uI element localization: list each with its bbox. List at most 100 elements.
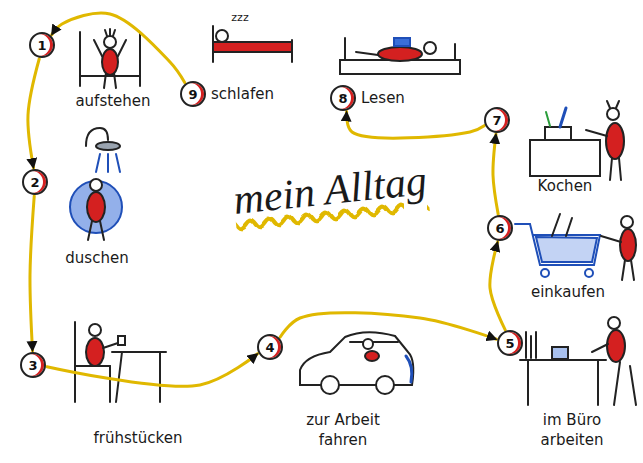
bed-sleeping-part [216, 30, 228, 42]
step-number-circle: 4 [257, 334, 283, 360]
office-figure-part [630, 366, 636, 405]
step-label: aufstehen [75, 91, 150, 111]
breakfast-figure [75, 322, 166, 402]
breakfast-figure-part [112, 351, 166, 353]
step-number-circle: 7 [484, 107, 510, 133]
step-number: 3 [28, 359, 37, 372]
breakfast-figure-part [118, 336, 125, 345]
step-number: 7 [492, 114, 501, 127]
shower-figure-part [90, 179, 102, 191]
getting-up-figure-part [104, 36, 116, 48]
shopper-figure-part [621, 216, 633, 228]
shopper-figure [601, 216, 636, 280]
reading-couch [340, 38, 460, 74]
office-figure-part [530, 336, 532, 358]
step-number-circle: 9 [180, 81, 206, 107]
shower-figure [70, 128, 122, 240]
breakfast-figure-part [74, 322, 76, 402]
shopper-figure-part [631, 260, 634, 280]
step-label: zur Arbeit fahren [293, 410, 393, 451]
cooking-figure [530, 101, 624, 180]
reading-couch-part [424, 42, 436, 54]
step-arrow [490, 242, 505, 330]
car-drawing-part [363, 339, 373, 349]
bed-sleeping [213, 26, 292, 62]
shower-figure-part [96, 142, 120, 150]
reading-couch-part [340, 60, 460, 74]
getting-up-figure-part [102, 49, 118, 75]
breakfast-figure-part [109, 366, 111, 402]
step-number: 4 [265, 341, 274, 354]
car-drawing [300, 332, 413, 394]
step-label: schlafen [211, 84, 274, 104]
shower-figure-part [107, 154, 109, 172]
step-number: 6 [495, 222, 504, 235]
step-label: im Büro arbeiten [527, 410, 617, 451]
cooking-figure-part [545, 127, 571, 140]
cooking-figure-part [606, 123, 624, 159]
office-figure-part [525, 332, 527, 358]
step-arrow [347, 112, 485, 139]
shopping-cart [515, 214, 600, 277]
cooking-figure-part [616, 101, 619, 108]
step-number: 1 [37, 39, 46, 52]
getting-up-figure-part [94, 40, 102, 56]
getting-up-figure-part [139, 32, 141, 86]
step-number-circle: 1 [29, 32, 55, 58]
car-drawing-part [300, 332, 413, 385]
office-figure-part [527, 360, 529, 405]
car-drawing-part [321, 376, 339, 394]
shower-figure-part [96, 154, 100, 172]
step-number: 5 [505, 337, 514, 350]
car-drawing-part [406, 356, 412, 382]
diagram-title: mein Alltag [231, 157, 429, 223]
office-figure-part [597, 360, 599, 405]
office-figure-part [607, 330, 625, 362]
shower-figure-part [87, 192, 105, 222]
step-arrow [30, 196, 34, 351]
office-figure-part [552, 347, 568, 359]
cooking-figure-part [560, 108, 566, 127]
shower-figure-part [116, 154, 120, 172]
cooking-figure-part [607, 108, 619, 120]
step-label: frühstücken [94, 428, 183, 448]
cooking-figure-part [530, 140, 600, 176]
step-number-circle: 6 [487, 215, 513, 241]
office-figure-part [535, 332, 537, 358]
step-arrow [47, 354, 258, 387]
cooking-figure-part [619, 158, 621, 180]
office-figure-part [608, 317, 620, 329]
getting-up-figure-part [113, 30, 115, 36]
step-arrow [280, 313, 496, 340]
step-number-circle: 2 [22, 169, 48, 195]
car-drawing-part [350, 341, 398, 343]
getting-up-figure-part [109, 29, 111, 36]
getting-up-figure-part [79, 32, 81, 86]
reading-couch-part [394, 38, 410, 46]
bed-sleeping-part [213, 42, 292, 52]
shopping-cart-part [585, 269, 593, 277]
step-arrow [52, 13, 185, 83]
step-label: einkaufen [531, 282, 605, 302]
step-number-circle: 5 [497, 330, 523, 356]
step-arrow [493, 134, 498, 214]
car-drawing-part [376, 376, 394, 394]
shopping-cart-part [541, 269, 549, 277]
office-figure-part [592, 344, 608, 352]
shopping-cart-part [566, 218, 572, 236]
shower-figure-part [88, 221, 92, 240]
step-number: 8 [338, 92, 347, 105]
breakfast-figure-part [86, 338, 104, 366]
car-drawing-part [365, 351, 379, 361]
step-number: 9 [188, 88, 197, 101]
getting-up-figure-part [104, 73, 106, 88]
cooking-figure-part [546, 112, 550, 126]
reading-couch-part [454, 44, 456, 60]
getting-up-figure-part [114, 73, 116, 88]
breakfast-figure-part [89, 324, 101, 336]
office-figure-part [614, 362, 620, 405]
step-label: duschen [65, 248, 128, 268]
